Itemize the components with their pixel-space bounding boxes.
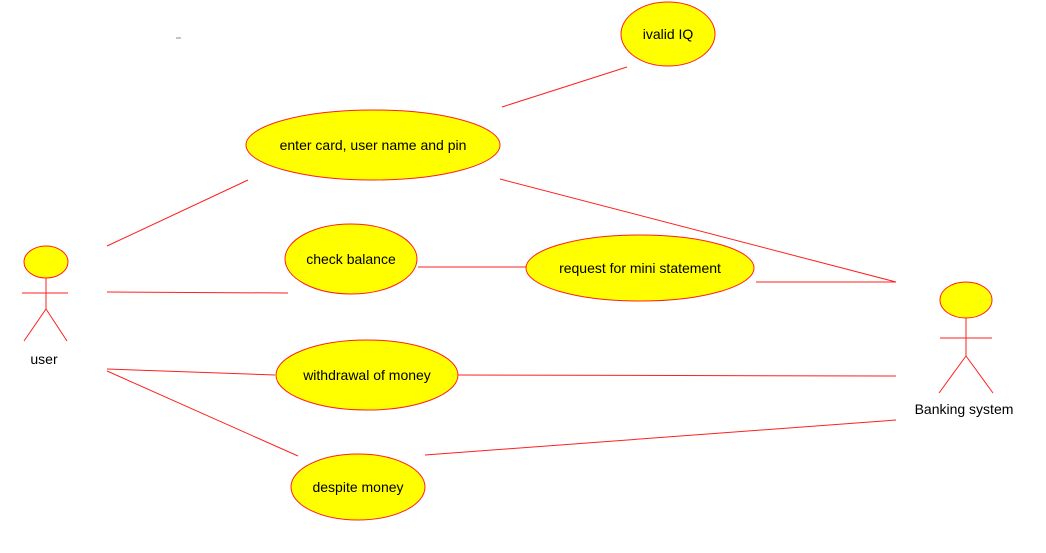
- actor-user-right-leg: [45, 308, 68, 342]
- use-case-enter-label: enter card, user name and pin: [280, 137, 467, 153]
- actor-banking-head: [939, 281, 993, 319]
- association-lines: [106, 66, 897, 457]
- use-case-enter[interactable]: enter card, user name and pin: [245, 109, 501, 181]
- line-deposit-banking: [424, 419, 897, 456]
- line-withdraw-banking: [456, 374, 897, 377]
- use-case-balance-ellipse: [284, 223, 418, 295]
- use-case-withdraw-ellipse: [275, 339, 459, 411]
- use-case-deposit-ellipse: [290, 453, 426, 521]
- line-user-withdraw: [106, 368, 276, 376]
- use-case-invalid-label: ivalid IQ: [643, 26, 694, 42]
- use-case-deposit[interactable]: despite money: [290, 453, 426, 521]
- actor-banking-left-leg: [938, 355, 967, 394]
- use-case-mini-ellipse: [525, 234, 755, 302]
- use-case-invalid[interactable]: ivalid IQ: [620, 1, 716, 67]
- line-enter-invalid: [501, 66, 628, 108]
- use-case-deposit-label: despite money: [312, 479, 403, 495]
- actor-user-head: [23, 245, 69, 279]
- use-case-mini[interactable]: request for mini statement: [525, 234, 755, 302]
- line-user-enter: [106, 179, 249, 247]
- use-case-invalid-ellipse: [620, 1, 716, 67]
- use-case-withdraw[interactable]: withdrawal of money: [275, 339, 459, 411]
- use-case-mini-label: request for mini statement: [559, 260, 721, 276]
- actor-banking-right-leg: [965, 355, 994, 394]
- use-case-balance-label: check balance: [306, 251, 396, 267]
- actor-user[interactable]: user: [22, 245, 69, 367]
- use-case-enter-ellipse: [245, 109, 501, 181]
- use-case-withdraw-label: withdrawal of money: [302, 367, 431, 383]
- line-user-deposit: [106, 370, 299, 457]
- actor-banking-label: Banking system: [915, 401, 1014, 417]
- line-user-balance: [106, 291, 289, 294]
- use-case-balance[interactable]: check balance: [284, 223, 418, 295]
- actor-user-figure: [22, 245, 69, 342]
- line-enter-banking: [499, 178, 897, 283]
- actor-banking-figure: [938, 281, 994, 394]
- actor-user-label: user: [30, 351, 58, 367]
- actor-banking[interactable]: Banking system: [915, 281, 1014, 417]
- actor-user-left-leg: [23, 308, 47, 342]
